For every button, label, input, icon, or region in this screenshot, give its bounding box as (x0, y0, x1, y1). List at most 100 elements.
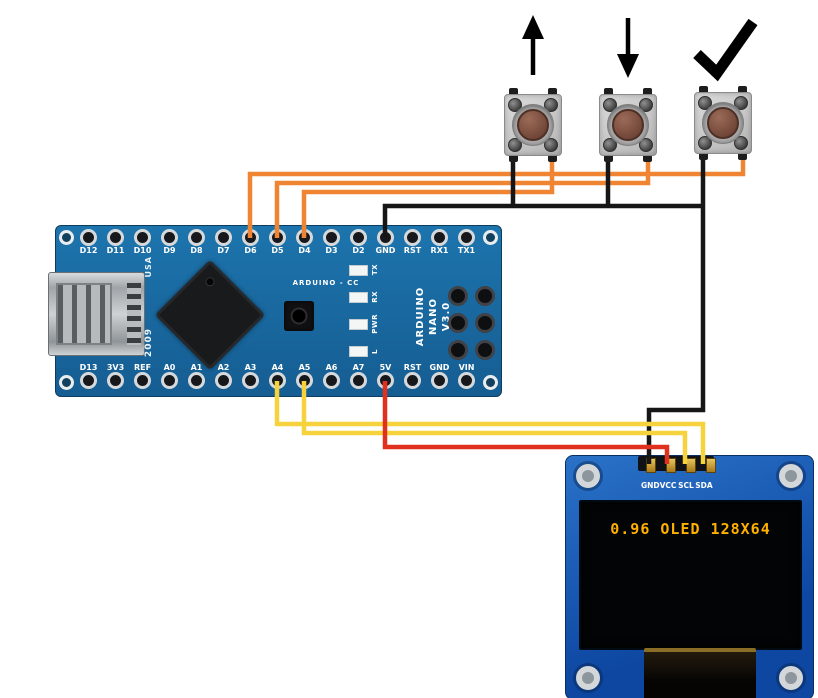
oled-pad-scl (686, 458, 696, 473)
check-icon (693, 18, 758, 82)
oled-pin-label: SCL (678, 481, 694, 490)
button-leg (509, 88, 518, 98)
pin-label: GND (429, 363, 450, 372)
pin: D8 (183, 229, 210, 255)
oled-pin-label: SDA (695, 481, 713, 490)
pin-label: D8 (190, 246, 203, 255)
mounting-hole (59, 230, 74, 245)
pin-label: A2 (217, 363, 230, 372)
pin-hole (323, 229, 340, 246)
usb-crimp-teeth (127, 283, 141, 345)
oled-pad-sda (706, 458, 716, 473)
pin-hole (215, 229, 232, 246)
pin-label: 3V3 (106, 363, 125, 372)
button-leg (738, 150, 747, 160)
pin-label: D11 (106, 246, 125, 255)
mounting-hole (483, 375, 498, 390)
led-chip (349, 291, 368, 303)
pin-hole (161, 372, 178, 389)
pin: RST (399, 229, 426, 255)
oled-flex-ribbon (644, 648, 756, 698)
icsp-pin (475, 340, 495, 360)
button-body (599, 94, 657, 156)
led-chip (349, 345, 368, 357)
oled-pin-label: GND (641, 481, 660, 490)
oled-pad-vcc (666, 458, 676, 473)
button-leg (699, 86, 708, 96)
pin-hole (350, 229, 367, 246)
pin-label: RST (403, 246, 422, 255)
pin-hole (107, 229, 124, 246)
arrow-up-icon (522, 15, 544, 75)
mounting-hole (59, 375, 74, 390)
status-led: L (349, 339, 379, 363)
pin: A2 (210, 363, 237, 389)
pin-hole (134, 229, 151, 246)
arrow-down-icon (617, 18, 639, 78)
pin: D13 (75, 363, 102, 389)
led-chip (349, 264, 368, 276)
wire-gnd-bus (382, 203, 703, 238)
button-rivet (734, 136, 748, 150)
pin-label: A0 (163, 363, 176, 372)
pin: D2 (345, 229, 372, 255)
wire-5v-vcc (382, 381, 670, 464)
pin-label: 5V (379, 363, 392, 372)
push-button-down (599, 88, 657, 162)
pin: D9 (156, 229, 183, 255)
pin-hole (188, 372, 205, 389)
button-body (694, 92, 752, 154)
arduino-nano-board: D12 D11 D10 D9 D8 D7 (48, 225, 502, 397)
pin-label: TX1 (457, 246, 476, 255)
button-leg (738, 86, 747, 96)
reset-button-cap (290, 307, 308, 325)
reset-button-component (284, 301, 314, 331)
pin-label: A6 (325, 363, 338, 372)
pin-hole (134, 372, 151, 389)
pin-label: D4 (298, 246, 311, 255)
button-rivet (734, 96, 748, 110)
pin: VIN (453, 363, 480, 389)
pin: RST (399, 363, 426, 389)
pin-hole (431, 372, 448, 389)
button-leg (548, 88, 557, 98)
button-rivet (698, 136, 712, 150)
wire-d5-button-down (274, 156, 651, 238)
button-leg (643, 88, 652, 98)
pin-label: A1 (190, 363, 203, 372)
pin-hole (80, 229, 97, 246)
mounting-hole (483, 230, 498, 245)
pin-hole (215, 372, 232, 389)
pin: A3 (237, 363, 264, 389)
pin-label: D13 (79, 363, 98, 372)
pin-label: RX1 (430, 246, 449, 255)
mounting-hole (779, 666, 803, 690)
button-rivet (544, 138, 558, 152)
pin: 3V3 (102, 363, 129, 389)
pin: D7 (210, 229, 237, 255)
pin: TX1 (453, 229, 480, 255)
mounting-hole (576, 666, 600, 690)
pin-hole (80, 372, 97, 389)
pin: A1 (183, 363, 210, 389)
pin-label: A4 (271, 363, 284, 372)
button-leg (604, 152, 613, 162)
button-leg (643, 152, 652, 162)
nano-bottom-pin-row: D13 3V3 REF A0 A1 A2 (75, 363, 480, 389)
nano-top-pin-row: D12 D11 D10 D9 D8 D7 (75, 229, 480, 255)
button-leg (604, 88, 613, 98)
button-rivet (544, 98, 558, 112)
pin: A6 (318, 363, 345, 389)
pin: GND (426, 363, 453, 389)
push-button-confirm (694, 86, 752, 160)
pin: A4 (264, 363, 291, 389)
oled-screen: 0.96 OLED 128X64 (579, 500, 802, 650)
pin-hole (242, 372, 259, 389)
pin-hole (161, 229, 178, 246)
oled-screen-text: 0.96 OLED 128X64 (610, 520, 771, 538)
icsp-pin (475, 313, 495, 333)
pin-label: D12 (79, 246, 98, 255)
